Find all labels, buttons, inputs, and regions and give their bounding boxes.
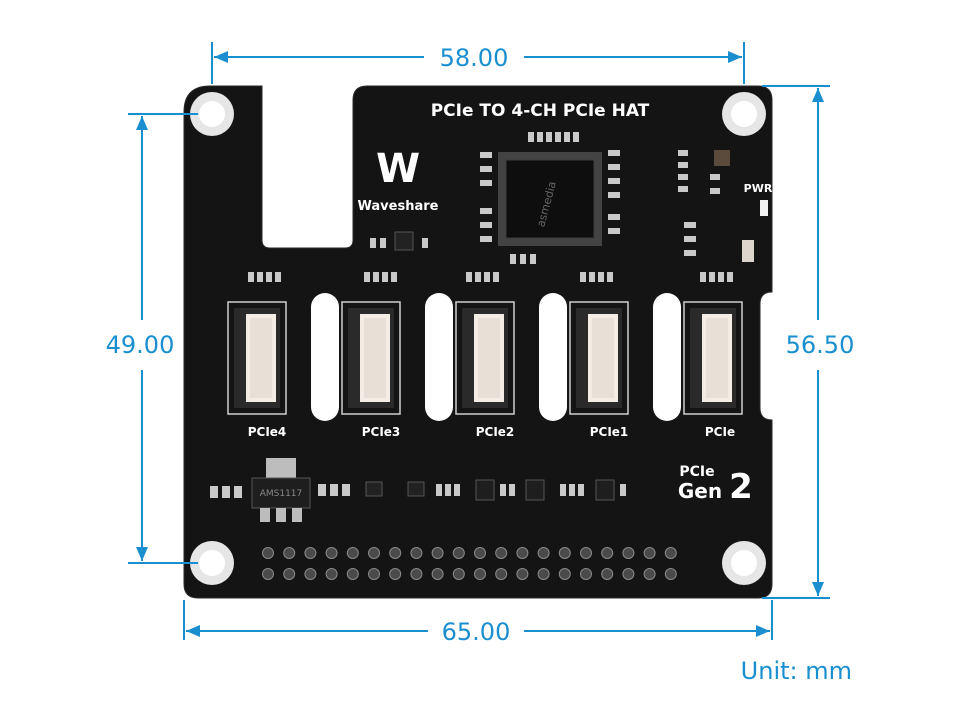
board-slots [311, 293, 681, 421]
gpio-pin [410, 568, 423, 580]
gpio-pin [368, 547, 380, 559]
controller-chip: asmedia [498, 152, 602, 246]
gpio-pin [643, 547, 656, 559]
gpio-pin [622, 547, 635, 559]
dimension-top [211, 42, 745, 84]
gpio-pin [346, 547, 359, 559]
connector-label: PCIe1 [590, 425, 629, 439]
voltage-regulator: AMS1117 [251, 458, 311, 522]
gpio-pin [431, 547, 444, 559]
gpio-pin [622, 568, 635, 580]
gpio-pin [664, 568, 677, 580]
connector-pcie: PCIe [683, 301, 743, 439]
gpio-pin [389, 568, 402, 580]
gpio-pin [431, 568, 444, 580]
pcie-gen2-marking: PCIe Gen 2 [678, 464, 753, 507]
dimension-right-value: 56.50 [786, 331, 855, 359]
gen-top: PCIe [679, 464, 714, 480]
regulator-label: AMS1117 [260, 489, 303, 499]
gpio-pin [537, 568, 550, 580]
gpio-pin [304, 568, 317, 580]
gpio-pin [368, 568, 380, 580]
gpio-pin [262, 547, 274, 559]
gpio-pin [410, 547, 423, 559]
connector-pcie3: PCIe3 [341, 301, 401, 439]
gpio-pin [283, 547, 296, 559]
board-title: PCIe TO 4-CH PCIe HAT [431, 101, 650, 121]
waveshare-logo: W Waveshare [358, 146, 439, 214]
gpio-pin [537, 547, 550, 559]
gen-bottom: Gen [678, 479, 722, 503]
gpio-pin [325, 547, 338, 559]
gpio-pin [304, 547, 317, 559]
dimension-bottom-value: 65.00 [442, 618, 511, 646]
brand-mark: W [376, 146, 420, 192]
connector-label: PCIe3 [362, 425, 401, 439]
gpio-pin [262, 568, 274, 580]
gpio-pin [389, 547, 402, 559]
connector-label: PCIe [705, 425, 735, 439]
gpio-pin [558, 547, 571, 559]
connector-label: PCIe2 [476, 425, 515, 439]
gpio-pin [643, 568, 656, 580]
gpio-header [262, 547, 677, 580]
unit-label: Unit: mm [741, 657, 852, 685]
dimension-top-value: 58.00 [440, 44, 509, 72]
dimension-left [128, 113, 198, 564]
mounting-hole-top-right [722, 92, 766, 136]
connector-pcie1: PCIe1 [569, 301, 629, 439]
smd-components [370, 132, 754, 264]
pwr-label: PWR [744, 182, 773, 195]
connector-pcie2: PCIe2 [455, 301, 515, 439]
dimension-right [762, 85, 830, 599]
gpio-pin [516, 547, 529, 559]
connector-label: PCIe4 [248, 425, 287, 439]
dimension-bottom [183, 600, 773, 640]
gpio-pin [601, 568, 614, 580]
gpio-pin [325, 568, 338, 580]
pwr-led: PWR [744, 182, 773, 216]
mounting-hole-top-left [190, 92, 234, 136]
gpio-pin [558, 568, 571, 580]
gpio-pin [580, 547, 592, 559]
gpio-pin [516, 568, 529, 580]
connector-smd [248, 272, 733, 282]
brand-name: Waveshare [358, 199, 439, 214]
gpio-pin [495, 547, 508, 559]
gpio-pin [474, 568, 486, 580]
gpio-pin [601, 547, 614, 559]
mounting-hole-bottom-left [190, 541, 234, 585]
gpio-pin [452, 568, 465, 580]
gpio-pin [495, 568, 508, 580]
connector-pcie4: PCIe4 [227, 301, 287, 439]
dimension-left-value: 49.00 [106, 331, 175, 359]
lower-smd [210, 479, 626, 501]
mounting-hole-bottom-right [722, 541, 766, 585]
gpio-pin [346, 568, 359, 580]
gpio-pin [474, 547, 486, 559]
gpio-pin [452, 547, 465, 559]
gpio-pin [580, 568, 592, 580]
gpio-pin [664, 547, 677, 559]
gen-number: 2 [729, 467, 753, 507]
gpio-pin [283, 568, 296, 580]
connectors-row: PCIe4 PCIe3 PCIe2 PCIe1 [227, 301, 743, 439]
